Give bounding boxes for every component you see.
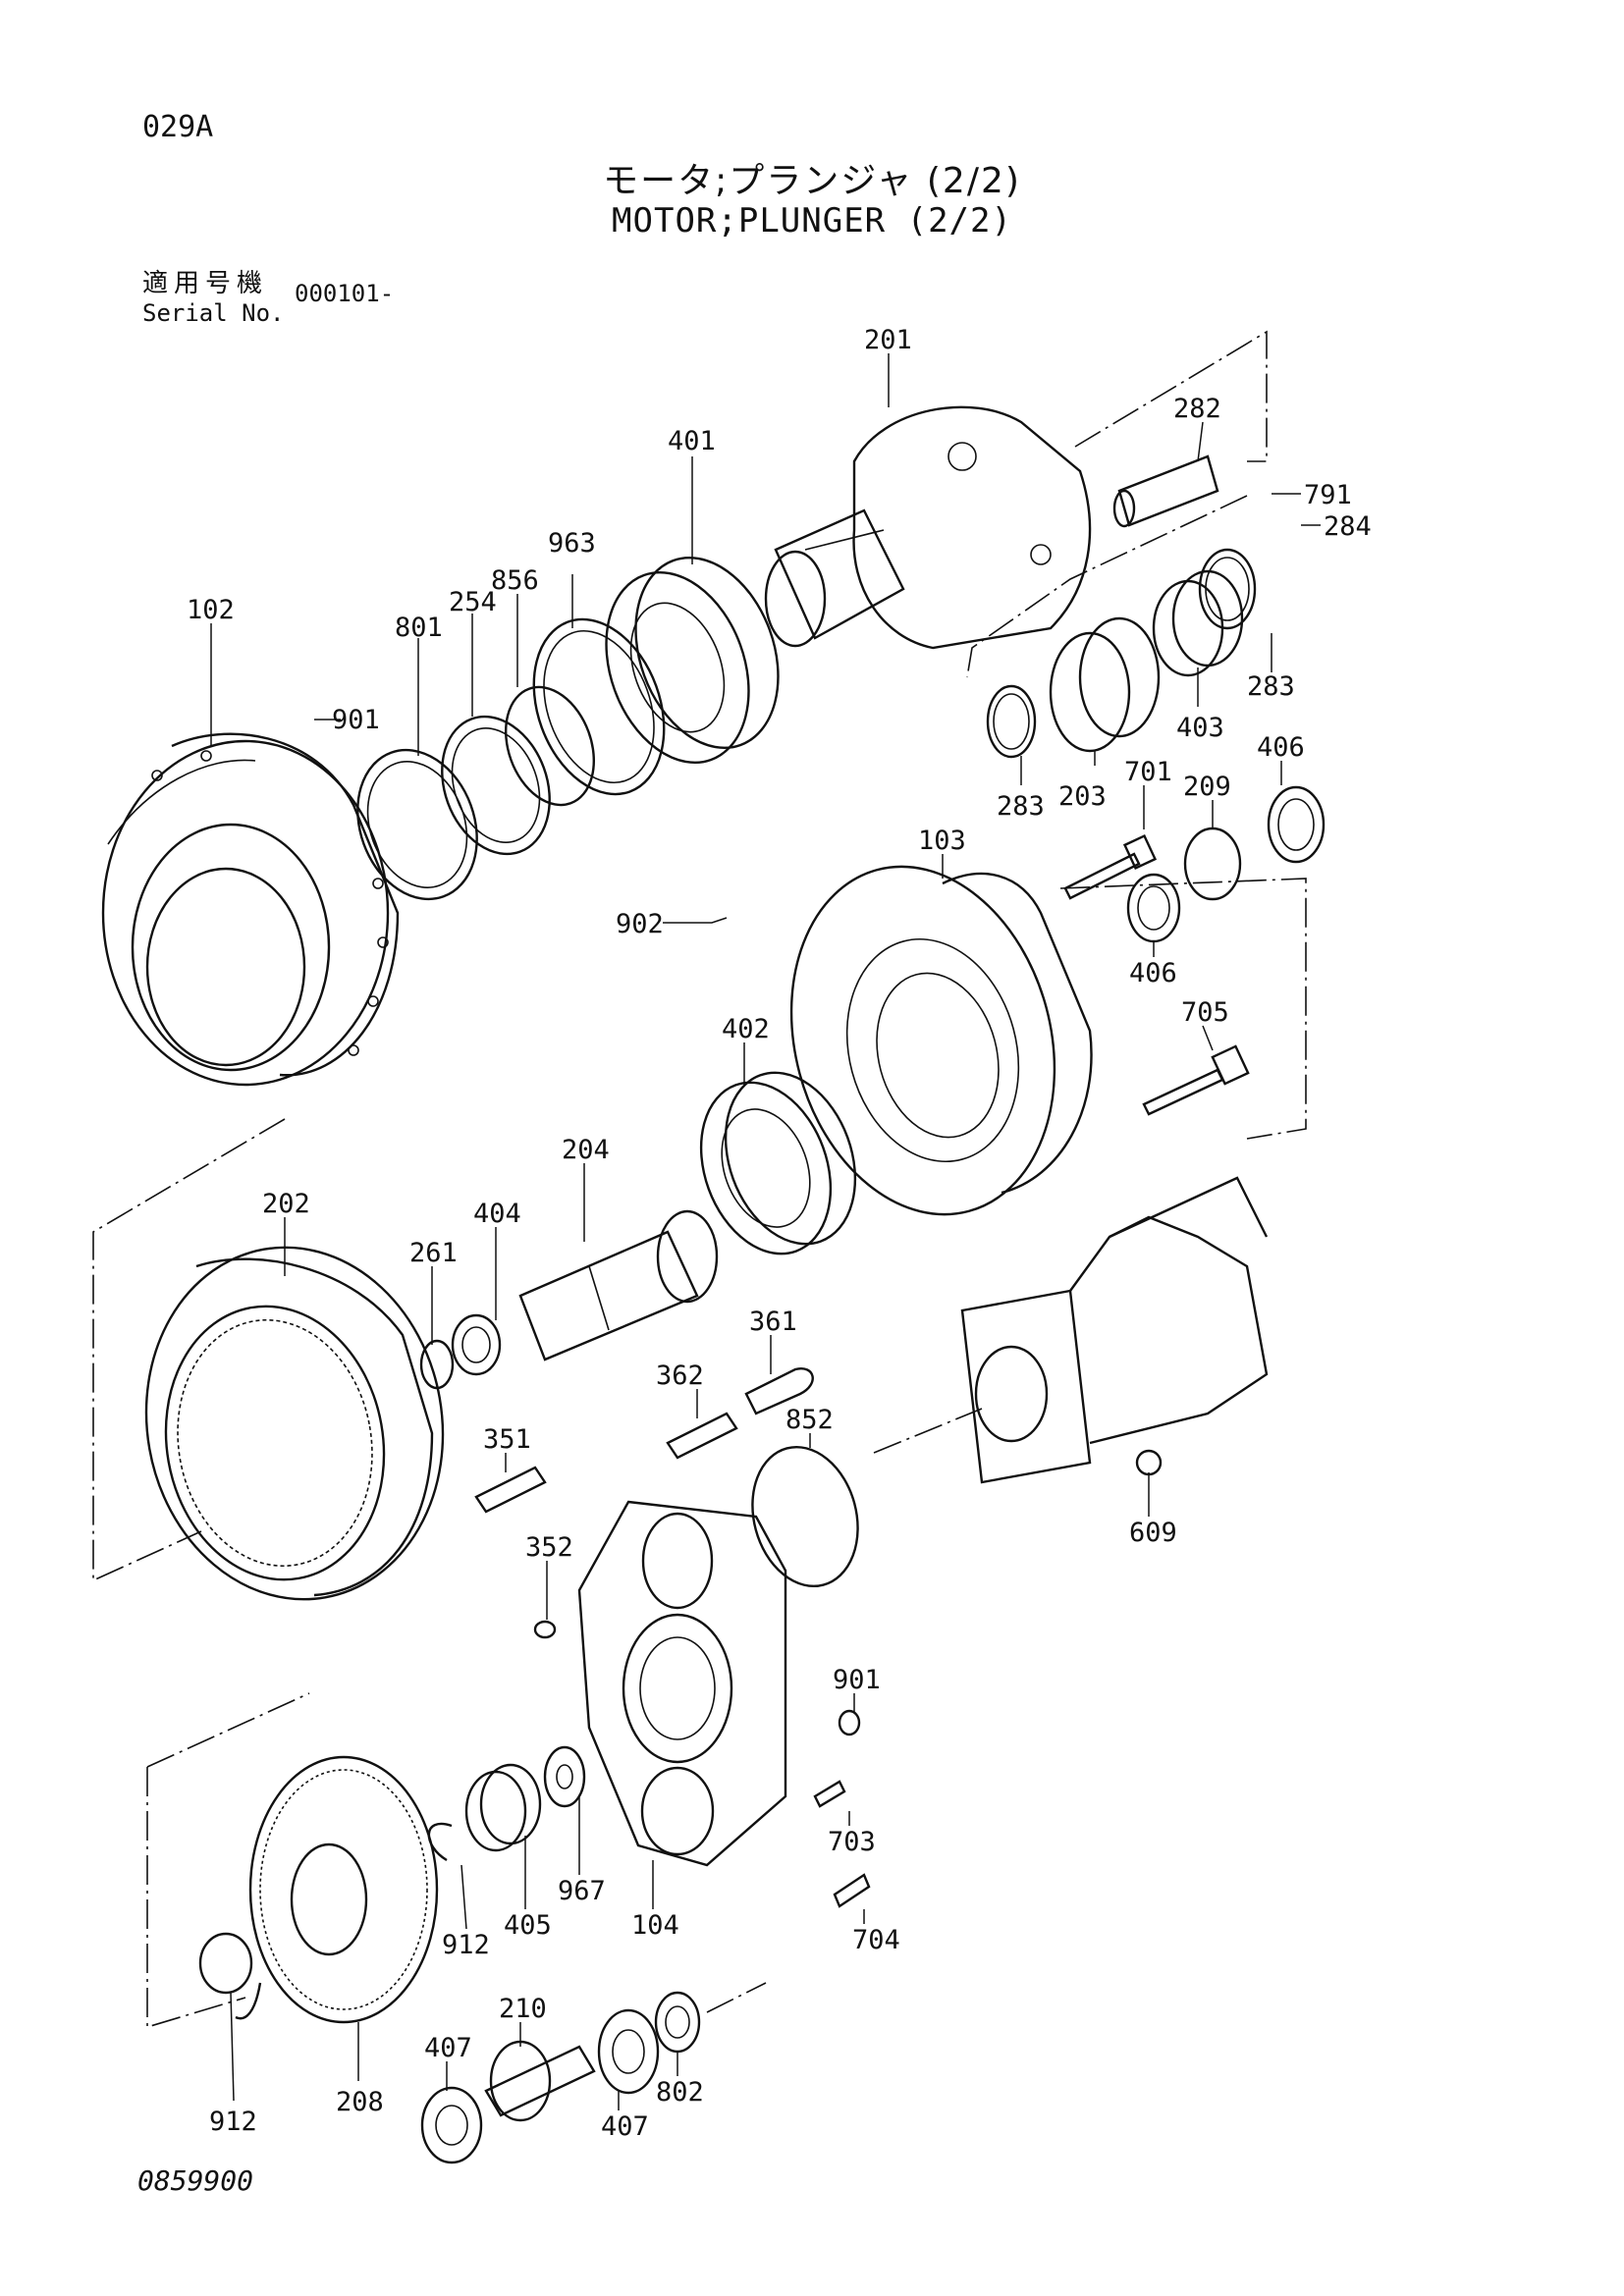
part-label-204: 204 bbox=[562, 1135, 610, 1165]
part-label-201: 201 bbox=[864, 325, 912, 355]
cover-104 bbox=[577, 1500, 787, 1867]
part-label-407-left: 407 bbox=[424, 2033, 472, 2063]
part-label-404: 404 bbox=[473, 1199, 521, 1229]
part-label-407-right: 407 bbox=[601, 2111, 649, 2142]
part-label-852: 852 bbox=[785, 1405, 834, 1435]
part-label-210: 210 bbox=[499, 1994, 547, 2024]
leader-lines bbox=[210, 353, 1321, 2110]
part-label-901-upper: 901 bbox=[332, 705, 380, 735]
part-label-282: 282 bbox=[1173, 394, 1221, 424]
part-label-104: 104 bbox=[631, 1910, 679, 1941]
part-label-406-upper: 406 bbox=[1257, 732, 1305, 763]
housing-102 bbox=[101, 732, 400, 1087]
part-label-902: 902 bbox=[616, 909, 664, 939]
part-label-283-lower: 283 bbox=[997, 791, 1045, 822]
housing-103 bbox=[789, 865, 1093, 1216]
gear-cluster-403-203 bbox=[986, 548, 1257, 759]
part-label-405: 405 bbox=[504, 1910, 552, 1941]
part-label-209: 209 bbox=[1183, 772, 1231, 802]
part-label-284: 284 bbox=[1324, 511, 1372, 542]
shaft-204 bbox=[518, 1209, 719, 1362]
part-label-609: 609 bbox=[1129, 1518, 1177, 1548]
part-label-802: 802 bbox=[656, 2077, 704, 2108]
part-label-254: 254 bbox=[449, 587, 497, 617]
ring-seals bbox=[356, 617, 666, 901]
part-label-801: 801 bbox=[395, 613, 443, 643]
part-label-202: 202 bbox=[262, 1189, 310, 1219]
part-label-261: 261 bbox=[409, 1238, 458, 1268]
part-label-704: 704 bbox=[852, 1925, 900, 1955]
part-label-352: 352 bbox=[525, 1532, 573, 1563]
part-label-967: 967 bbox=[558, 1876, 606, 1906]
part-label-856: 856 bbox=[491, 565, 539, 596]
document-number: 0859900 bbox=[137, 2164, 254, 2197]
part-label-791: 791 bbox=[1304, 480, 1352, 510]
page-title-english: MOTOR;PLUNGER (2/2) bbox=[612, 201, 1012, 240]
carrier-201 bbox=[764, 405, 1219, 650]
part-label-283-upper: 283 bbox=[1247, 671, 1295, 702]
part-label-912-upper: 912 bbox=[442, 1930, 490, 1960]
bearing-405-washer-967 bbox=[427, 1745, 586, 1862]
part-label-401: 401 bbox=[668, 426, 716, 456]
pin-and-oring bbox=[666, 1367, 859, 1588]
ring-gear-202 bbox=[144, 1246, 445, 1601]
page-title-japanese: モータ;プランジャ (2/2) bbox=[603, 161, 1021, 201]
part-label-703: 703 bbox=[828, 1827, 876, 1857]
bolts-and-bearings bbox=[1063, 785, 1326, 1116]
gear-208 bbox=[235, 1755, 439, 2024]
part-label-103: 103 bbox=[918, 826, 966, 856]
part-label-208: 208 bbox=[336, 2087, 384, 2117]
serial-label-japanese: 適用号機 bbox=[142, 269, 269, 298]
part-label-362: 362 bbox=[656, 1361, 704, 1391]
part-label-203: 203 bbox=[1058, 781, 1107, 812]
bearing-401 bbox=[605, 556, 780, 765]
screws bbox=[533, 1620, 871, 1908]
part-label-963: 963 bbox=[548, 528, 596, 559]
serial-label-english: Serial No. bbox=[142, 299, 285, 327]
page-code: 029A bbox=[142, 110, 214, 144]
part-label-705: 705 bbox=[1181, 997, 1229, 1028]
serial-number-value: 000101- bbox=[295, 280, 395, 307]
part-label-361: 361 bbox=[749, 1307, 797, 1337]
motor-block bbox=[960, 1176, 1269, 1484]
part-number-labels: 201 282 791 284 401 963 856 254 801 102 … bbox=[187, 325, 1372, 2142]
part-label-351: 351 bbox=[483, 1424, 531, 1455]
part-label-701: 701 bbox=[1124, 757, 1172, 787]
part-label-102: 102 bbox=[187, 595, 235, 625]
small-parts-261-404-351 bbox=[419, 1313, 547, 1514]
part-label-406-lower: 406 bbox=[1129, 958, 1177, 988]
assembly-guide-lines bbox=[92, 330, 1307, 2029]
bearing-402 bbox=[699, 1071, 857, 1255]
part-label-912-lower: 912 bbox=[209, 2107, 257, 2137]
part-label-402: 402 bbox=[722, 1014, 770, 1044]
part-label-901-lower: 901 bbox=[833, 1665, 881, 1695]
part-label-403: 403 bbox=[1176, 713, 1224, 743]
